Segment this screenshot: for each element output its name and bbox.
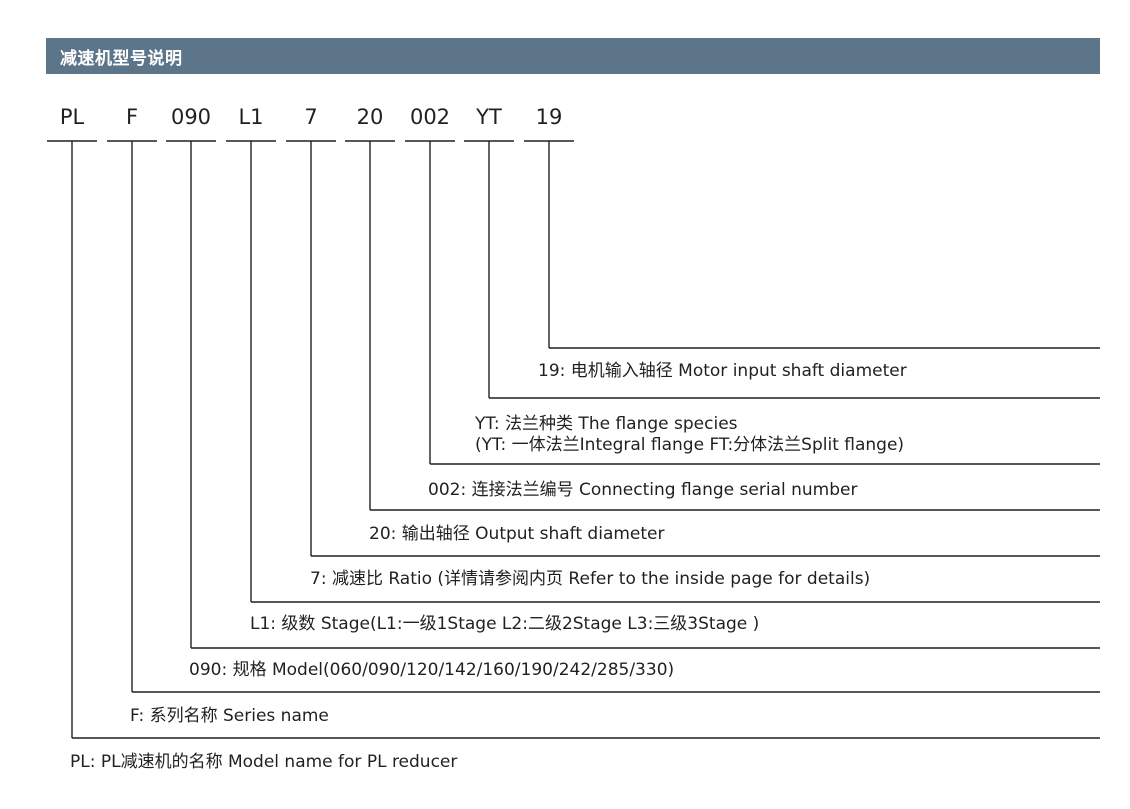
code-19: 19 (535, 105, 563, 129)
code-L1: L1 (238, 105, 264, 129)
description-20: 20: 输出轴径 Output shaft diameter (369, 524, 665, 545)
description-line: 002: 连接法兰编号 Connecting flange serial num… (428, 480, 858, 500)
description-002: 002: 连接法兰编号 Connecting flange serial num… (428, 480, 857, 501)
description-090: 090: 规格 Model(060/090/120/142/160/190/24… (189, 660, 674, 681)
description-7: 7: 减速比 Ratio (详情请参阅内页 Refer to the insid… (310, 569, 870, 590)
code-YT: YT (476, 105, 502, 129)
description-line: (YT: 一体法兰Integral flange FT:分体法兰Split fl… (475, 435, 905, 455)
title-bar: 减速机型号说明 (46, 38, 1100, 74)
description-line: F: 系列名称 Series name (130, 706, 329, 726)
code-20: 20 (356, 105, 384, 129)
description-L1: L1: 级数 Stage(L1:一级1Stage L2:二级2Stage L3:… (250, 614, 759, 635)
description-line: 7: 减速比 Ratio (详情请参阅内页 Refer to the insid… (310, 569, 871, 589)
description-line: 19: 电机输入轴径 Motor input shaft diameter (538, 361, 907, 381)
code-002: 002 (409, 105, 451, 129)
code-F: F (125, 105, 139, 129)
description-line: 20: 输出轴径 Output shaft diameter (369, 524, 665, 544)
description-F: F: 系列名称 Series name (130, 706, 329, 727)
code-PL: PL (59, 105, 85, 129)
description-line: 090: 规格 Model(060/090/120/142/160/190/24… (189, 660, 675, 680)
page-title: 减速机型号说明 (60, 48, 183, 69)
description-YT: YT: 法兰种类 The flange species(YT: 一体法兰Inte… (475, 414, 904, 456)
code-090: 090 (170, 105, 212, 129)
code-7: 7 (304, 105, 318, 129)
description-PL: PL: PL减速机的名称 Model name for PL reducer (70, 752, 457, 773)
description-19: 19: 电机输入轴径 Motor input shaft diameter (538, 361, 907, 382)
description-line: YT: 法兰种类 The flange species (475, 414, 738, 434)
description-line: PL: PL减速机的名称 Model name for PL reducer (70, 752, 458, 772)
description-line: L1: 级数 Stage(L1:一级1Stage L2:二级2Stage L3:… (250, 614, 760, 634)
